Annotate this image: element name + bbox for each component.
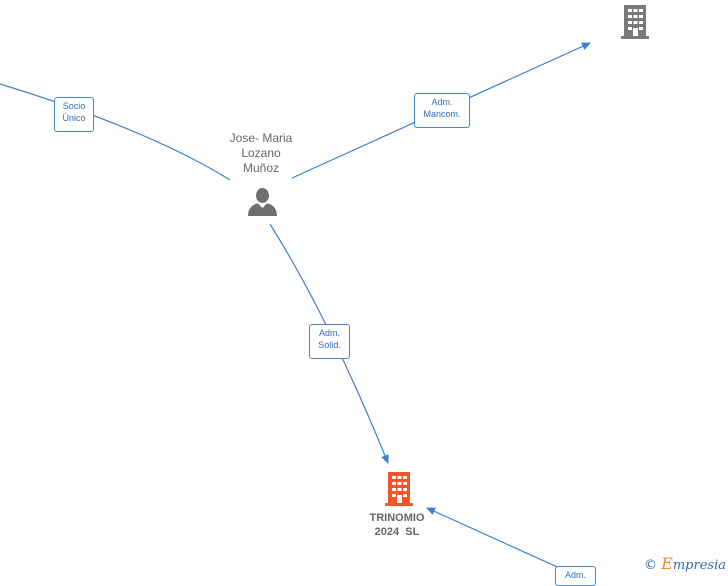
empresia-watermark: © Empresia [644, 554, 726, 573]
building-icon[interactable] [619, 4, 651, 40]
copyright-symbol: © [644, 558, 658, 573]
edge-label-socio-unico[interactable]: Socio Único [54, 97, 94, 132]
person-icon[interactable] [247, 187, 278, 217]
person-name-line: Lozano [241, 146, 281, 160]
brand-name: mpresia [672, 558, 726, 573]
edge-label-adm-solid[interactable]: Adm. Solid. [309, 324, 350, 359]
edge-label-line: Solid. [318, 340, 341, 350]
person-name-line: Muñoz [242, 161, 280, 175]
edge-label-line: Adm. [564, 570, 586, 580]
edge-label-line: Socio [62, 101, 86, 111]
edge-label-line: Mancom. [423, 109, 461, 119]
edge-label-line: Adm. [431, 97, 453, 107]
company-name-line: 2024 SL [374, 526, 420, 538]
edge-label-line: Adm. [318, 328, 340, 338]
building-icon[interactable] [383, 471, 415, 507]
person-name[interactable]: Jose- Maria Lozano Muñoz [211, 131, 311, 176]
edge-socio-unico [0, 83, 231, 181]
edge-label-adm-bottom[interactable]: Adm. [555, 566, 596, 586]
company-name[interactable]: TRINOMIO 2024 SL [347, 511, 447, 539]
edge-label-line: Único [62, 113, 86, 123]
person-name-line: Jose- Maria [229, 131, 293, 145]
brand-initial: E [661, 554, 673, 573]
edge-label-adm-mancom[interactable]: Adm. Mancom. [414, 93, 470, 128]
company-name-line: TRINOMIO [369, 512, 425, 524]
edge-adm-bottom [426, 507, 576, 575]
